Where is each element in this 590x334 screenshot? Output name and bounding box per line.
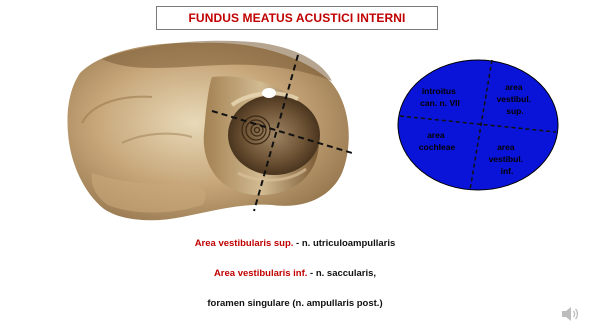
legend-foramen-singulare: foramen singulare (n. ampullaris post.) [0,298,590,309]
temporal-bone-photo [62,33,362,225]
legend-desc: - n. utriculoampullaris [293,238,395,249]
legend-vestibularis-inf: Area vestibularis inf. - n. saccularis, [0,268,590,279]
legend-term: Area vestibularis sup. [195,238,294,249]
slide-title: FUNDUS MEATUS ACUSTICI INTERNI [156,6,438,30]
slide-title-text: FUNDUS MEATUS ACUSTICI INTERNI [189,11,406,25]
legend-desc: - n. saccularis, [307,268,376,279]
speaker-icon[interactable] [560,305,580,323]
legend-term: Area vestibularis inf. [214,268,307,279]
legend-desc: foramen singulare (n. ampullaris post.) [207,298,382,309]
fundus-disc [398,60,558,190]
fundus-schematic: introitus can. n. VII area vestibul. sup… [396,58,560,192]
legend-vestibularis-sup: Area vestibularis sup. - n. utriculoampu… [0,238,590,249]
